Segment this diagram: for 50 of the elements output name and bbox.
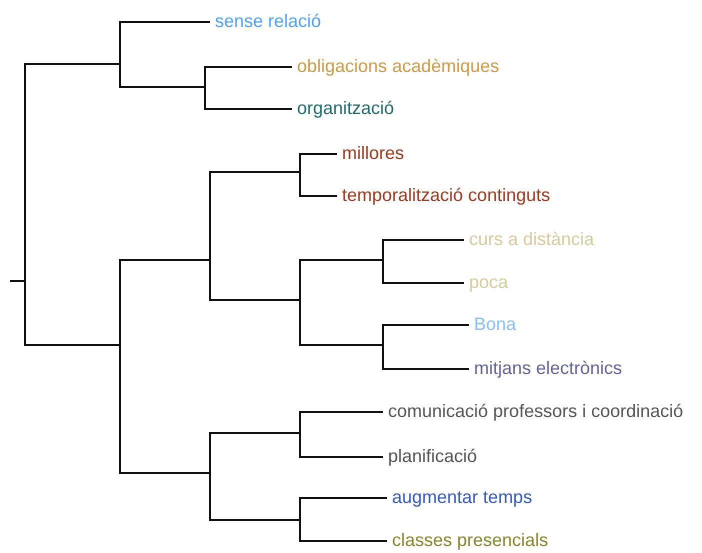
branch-connector	[301, 195, 337, 197]
branch-connector	[301, 497, 387, 499]
branch-line	[204, 66, 206, 110]
branch-connector	[301, 456, 383, 458]
branch-connector	[384, 368, 469, 370]
branch-connector	[384, 239, 464, 241]
leaf-label: comunicació professors i coordinació	[383, 400, 684, 422]
branch-connector	[301, 153, 337, 155]
branch-connector	[121, 86, 204, 88]
branch-connector	[206, 108, 292, 110]
leaf-label: temporalització continguts	[337, 184, 550, 206]
leaf-label: augmentar temps	[387, 486, 532, 508]
branch-line	[209, 171, 211, 301]
branch-connector	[211, 519, 299, 521]
branch-connector	[10, 280, 24, 282]
branch-line	[209, 432, 211, 521]
branch-connector	[26, 63, 119, 65]
branch-connector	[211, 299, 299, 301]
branch-line	[382, 239, 384, 284]
branch-connector	[26, 344, 119, 346]
branch-connector	[384, 324, 469, 326]
branch-connector	[301, 540, 387, 542]
branch-connector	[121, 472, 209, 474]
leaf-label: poca	[464, 271, 508, 293]
branch-connector	[301, 344, 382, 346]
branch-connector	[211, 171, 299, 173]
leaf-label: millores	[337, 142, 404, 164]
branch-connector	[301, 259, 382, 261]
leaf-label: curs a distància	[464, 228, 594, 250]
branch-line	[24, 63, 26, 346]
branch-line	[299, 153, 301, 197]
branch-connector	[301, 411, 383, 413]
leaf-label: planificació	[383, 445, 478, 467]
branch-line	[299, 411, 301, 458]
leaf-label: mitjans electrònics	[469, 357, 622, 379]
branch-connector	[121, 259, 209, 261]
leaf-label: organització	[292, 97, 394, 119]
branch-connector	[211, 432, 299, 434]
branch-connector	[121, 21, 210, 23]
branch-line	[299, 497, 301, 542]
branch-connector	[384, 282, 464, 284]
branch-line	[299, 259, 301, 346]
leaf-label: Bona	[469, 313, 516, 335]
leaf-label: classes presencials	[387, 529, 548, 551]
branch-connector	[206, 66, 292, 68]
leaf-label: sense relació	[210, 10, 322, 32]
branch-line	[382, 324, 384, 370]
branch-line	[119, 259, 121, 474]
leaf-label: obligacions acadèmiques	[292, 55, 500, 77]
branch-line	[119, 21, 121, 88]
